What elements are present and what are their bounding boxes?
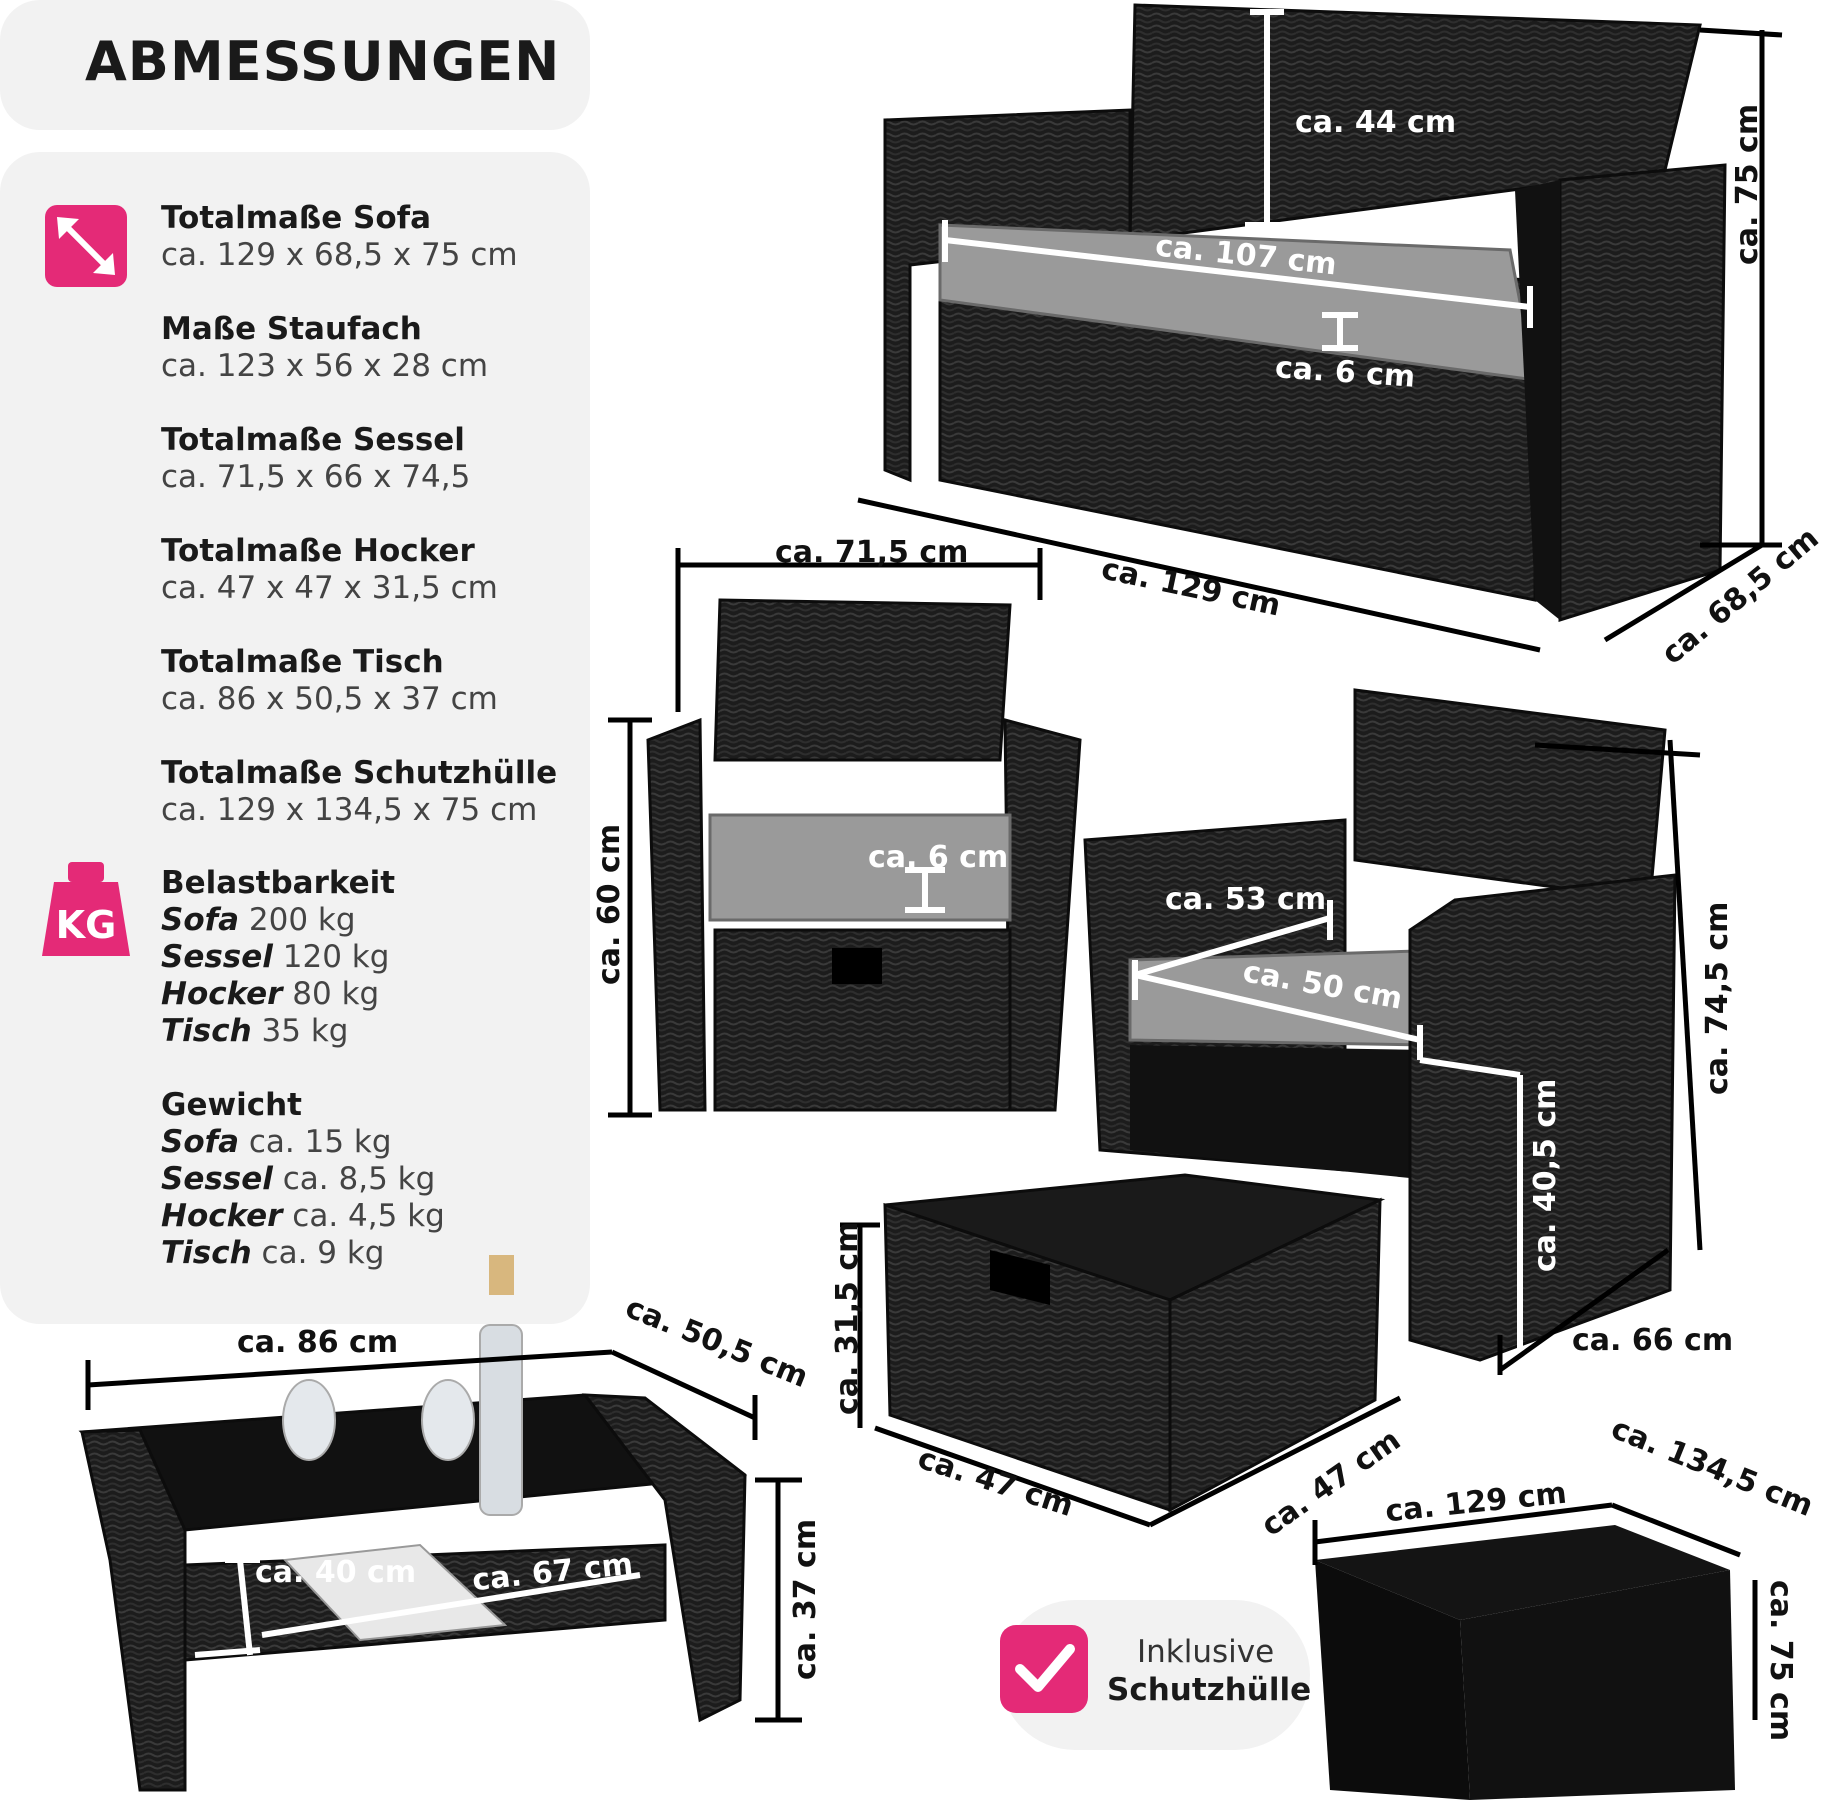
spec-head: Totalmaße Schutzhülle — [161, 755, 558, 791]
dim-table-shelf-depth: ca. 40 cm — [255, 1555, 417, 1590]
dim-chair2-depth: ca. 66 cm — [1572, 1323, 1734, 1358]
dimensions-icon — [45, 205, 127, 287]
badge-line1: Inklusive — [1137, 1634, 1275, 1670]
weight-head: Gewicht — [161, 1087, 302, 1123]
weight-item: Tisch ca. 9 kg — [161, 1235, 385, 1271]
check-icon — [1000, 1625, 1088, 1713]
load-item: Sofa 200 kg — [161, 902, 356, 938]
armchair-angled-illustration — [1083, 688, 1677, 1362]
stool-illustration — [883, 1173, 1386, 1513]
dim-chair2-seat-depth: ca. 53 cm — [1165, 882, 1327, 917]
spec-value: ca. 47 x 47 x 31,5 cm — [161, 570, 498, 606]
load-item: Tisch 35 kg — [161, 1013, 349, 1049]
load-item: Hocker 80 kg — [161, 976, 380, 1012]
weight-item: Sessel ca. 8,5 kg — [161, 1161, 436, 1197]
spec-sofa: Totalmaße Sofa ca. 129 x 68,5 x 75 cm — [161, 200, 518, 274]
armchair-front-illustration — [646, 598, 1082, 1112]
dim-chair2-seat-level: ca. 40,5 cm — [1528, 1078, 1563, 1272]
dim-table-height: ca. 37 cm — [788, 1518, 823, 1680]
spec-head: Totalmaße Sofa — [161, 200, 432, 236]
dim-sofa-height: ca. 75 cm — [1730, 103, 1765, 265]
dim-chair-seat-height: ca. 60 cm — [592, 823, 627, 985]
load-item: Sessel 120 kg — [161, 939, 390, 975]
spec-table: Totalmaße Tisch ca. 86 x 50,5 x 37 cm — [161, 644, 498, 718]
spec-head: Totalmaße Hocker — [161, 533, 475, 569]
spec-value: ca. 129 x 68,5 x 75 cm — [161, 237, 518, 273]
inner-dimension-lines — [194, 9, 1533, 1658]
badge-line2: Schutzhülle — [1107, 1672, 1312, 1708]
spec-armchair: Totalmaße Sessel ca. 71,5 x 66 x 74,5 — [161, 422, 470, 496]
outer-dimension-lines — [85, 27, 1783, 1723]
dim-chair-width: ca. 71,5 cm — [775, 535, 969, 570]
spec-value: ca. 71,5 x 66 x 74,5 — [161, 459, 471, 495]
title-panel — [0, 0, 590, 130]
spec-weight: Gewicht Sofa ca. 15 kg Sessel ca. 8,5 kg… — [161, 1087, 445, 1272]
dim-stool-height: ca. 31,5 cm — [830, 1221, 865, 1415]
weight-item: Sofa ca. 15 kg — [161, 1124, 392, 1160]
spec-head: Maße Staufach — [161, 311, 422, 347]
spec-value: ca. 86 x 50,5 x 37 cm — [161, 681, 498, 717]
weight-icon: KG — [40, 860, 132, 960]
load-head: Belastbarkeit — [161, 865, 396, 901]
spec-head: Totalmaße Sessel — [161, 422, 465, 458]
sofa-illustration — [883, 3, 1727, 623]
spec-stool: Totalmaße Hocker ca. 47 x 47 x 31,5 cm — [161, 533, 498, 607]
table-illustration — [78, 1255, 748, 1792]
page-title: ABMESSUNGEN — [85, 30, 561, 93]
weight-item: Hocker ca. 4,5 kg — [161, 1198, 445, 1234]
dim-table-width: ca. 86 cm — [237, 1325, 399, 1360]
spec-head: Totalmaße Tisch — [161, 644, 444, 680]
spec-value: ca. 123 x 56 x 28 cm — [161, 348, 489, 384]
spec-storage: Maße Staufach ca. 123 x 56 x 28 cm — [161, 311, 488, 385]
dim-cover-height: ca. 75 cm — [1763, 1580, 1798, 1742]
spec-load: Belastbarkeit Sofa 200 kg Sessel 120 kg … — [161, 865, 395, 1050]
spec-value: ca. 129 x 134,5 x 75 cm — [161, 792, 538, 828]
dim-chair2-height: ca. 74,5 cm — [1700, 901, 1735, 1095]
cover-illustration — [1315, 1525, 1735, 1800]
svg-text:KG: KG — [56, 903, 117, 947]
spec-cover: Totalmaße Schutzhülle ca. 129 x 134,5 x … — [161, 755, 557, 829]
dim-sofa-back: ca. 44 cm — [1295, 105, 1457, 140]
dim-chair-cushion: ca. 6 cm — [868, 840, 1009, 875]
specs-panel — [0, 152, 590, 1324]
